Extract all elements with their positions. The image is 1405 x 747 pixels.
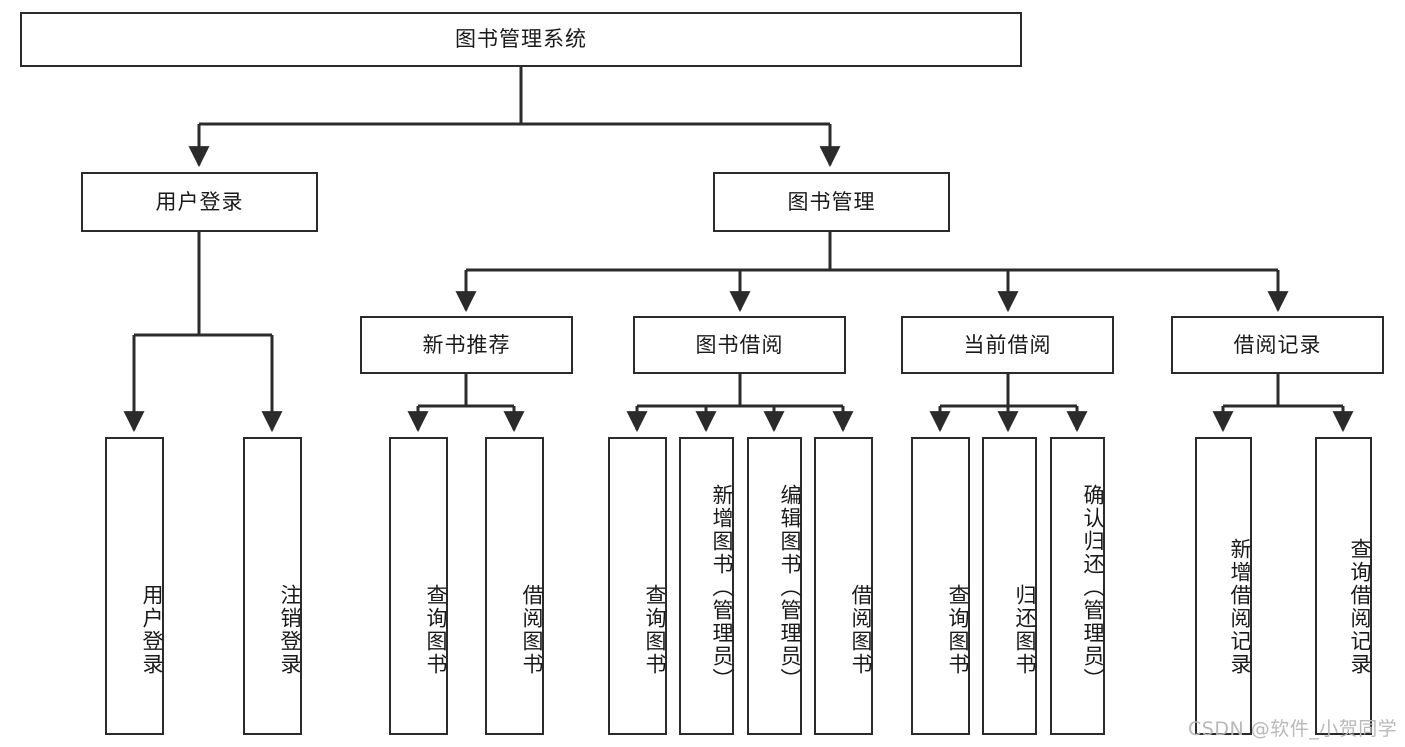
watermark: CSDN @软件_小贺同学 bbox=[1188, 718, 1398, 740]
leaf-current-borrow-return[interactable]: 归还图书 bbox=[982, 437, 1037, 735]
node-book-management-label: 图书管理 bbox=[787, 189, 876, 214]
leaf-new-book-query-label: 查询图书 bbox=[424, 584, 448, 676]
leaf-current-borrow-confirm[interactable]: 确认归还（管理员） bbox=[1050, 437, 1105, 735]
leaf-borrow-record-add-label: 新增借阅记录 bbox=[1228, 538, 1252, 676]
node-borrow-record[interactable]: 借阅记录 bbox=[1171, 316, 1384, 374]
leaf-book-borrow-add-label: 新增图书（管理员） bbox=[710, 483, 734, 691]
leaf-new-book-borrow[interactable]: 借阅图书 bbox=[485, 437, 544, 735]
leaf-current-borrow-query-label: 查询图书 bbox=[946, 584, 970, 676]
node-root[interactable]: 图书管理系统 bbox=[20, 12, 1022, 67]
node-borrow-record-label: 借阅记录 bbox=[1233, 332, 1322, 357]
node-current-borrow-label: 当前借阅 bbox=[963, 332, 1052, 357]
leaf-current-borrow-query[interactable]: 查询图书 bbox=[911, 437, 970, 735]
node-book-borrow-label: 图书借阅 bbox=[695, 332, 784, 357]
node-current-borrow[interactable]: 当前借阅 bbox=[901, 316, 1114, 374]
node-new-book-recommend[interactable]: 新书推荐 bbox=[360, 316, 573, 374]
leaf-borrow-record-add[interactable]: 新增借阅记录 bbox=[1195, 437, 1252, 735]
leaf-user-login-signin[interactable]: 用户登录 bbox=[105, 437, 164, 735]
leaf-book-borrow-query[interactable]: 查询图书 bbox=[608, 437, 667, 735]
leaf-book-borrow-query-label: 查询图书 bbox=[643, 584, 667, 676]
leaf-current-borrow-return-label: 归还图书 bbox=[1013, 584, 1037, 676]
node-book-borrow[interactable]: 图书借阅 bbox=[633, 316, 846, 374]
leaf-book-borrow-edit[interactable]: 编辑图书（管理员） bbox=[747, 437, 802, 735]
leaf-borrow-record-query[interactable]: 查询借阅记录 bbox=[1315, 437, 1372, 735]
leaf-book-borrow-borrow-label: 借阅图书 bbox=[849, 584, 873, 676]
leaf-new-book-query[interactable]: 查询图书 bbox=[389, 437, 448, 735]
leaf-borrow-record-query-label: 查询借阅记录 bbox=[1348, 538, 1372, 676]
leaf-book-borrow-edit-label: 编辑图书（管理员） bbox=[778, 483, 802, 691]
leaf-book-borrow-borrow[interactable]: 借阅图书 bbox=[814, 437, 873, 735]
leaf-user-login-signout[interactable]: 注销登录 bbox=[243, 437, 302, 735]
leaf-new-book-borrow-label: 借阅图书 bbox=[520, 584, 544, 676]
leaf-current-borrow-confirm-label: 确认归还（管理员） bbox=[1081, 483, 1105, 691]
node-user-login-label: 用户登录 bbox=[155, 189, 244, 214]
leaf-book-borrow-add[interactable]: 新增图书（管理员） bbox=[679, 437, 734, 735]
leaf-user-login-signin-label: 用户登录 bbox=[140, 584, 164, 676]
node-user-login[interactable]: 用户登录 bbox=[81, 172, 318, 232]
node-book-management[interactable]: 图书管理 bbox=[713, 172, 950, 232]
node-root-label: 图书管理系统 bbox=[455, 27, 587, 52]
node-new-book-recommend-label: 新书推荐 bbox=[422, 332, 511, 357]
leaf-user-login-signout-label: 注销登录 bbox=[278, 584, 302, 676]
